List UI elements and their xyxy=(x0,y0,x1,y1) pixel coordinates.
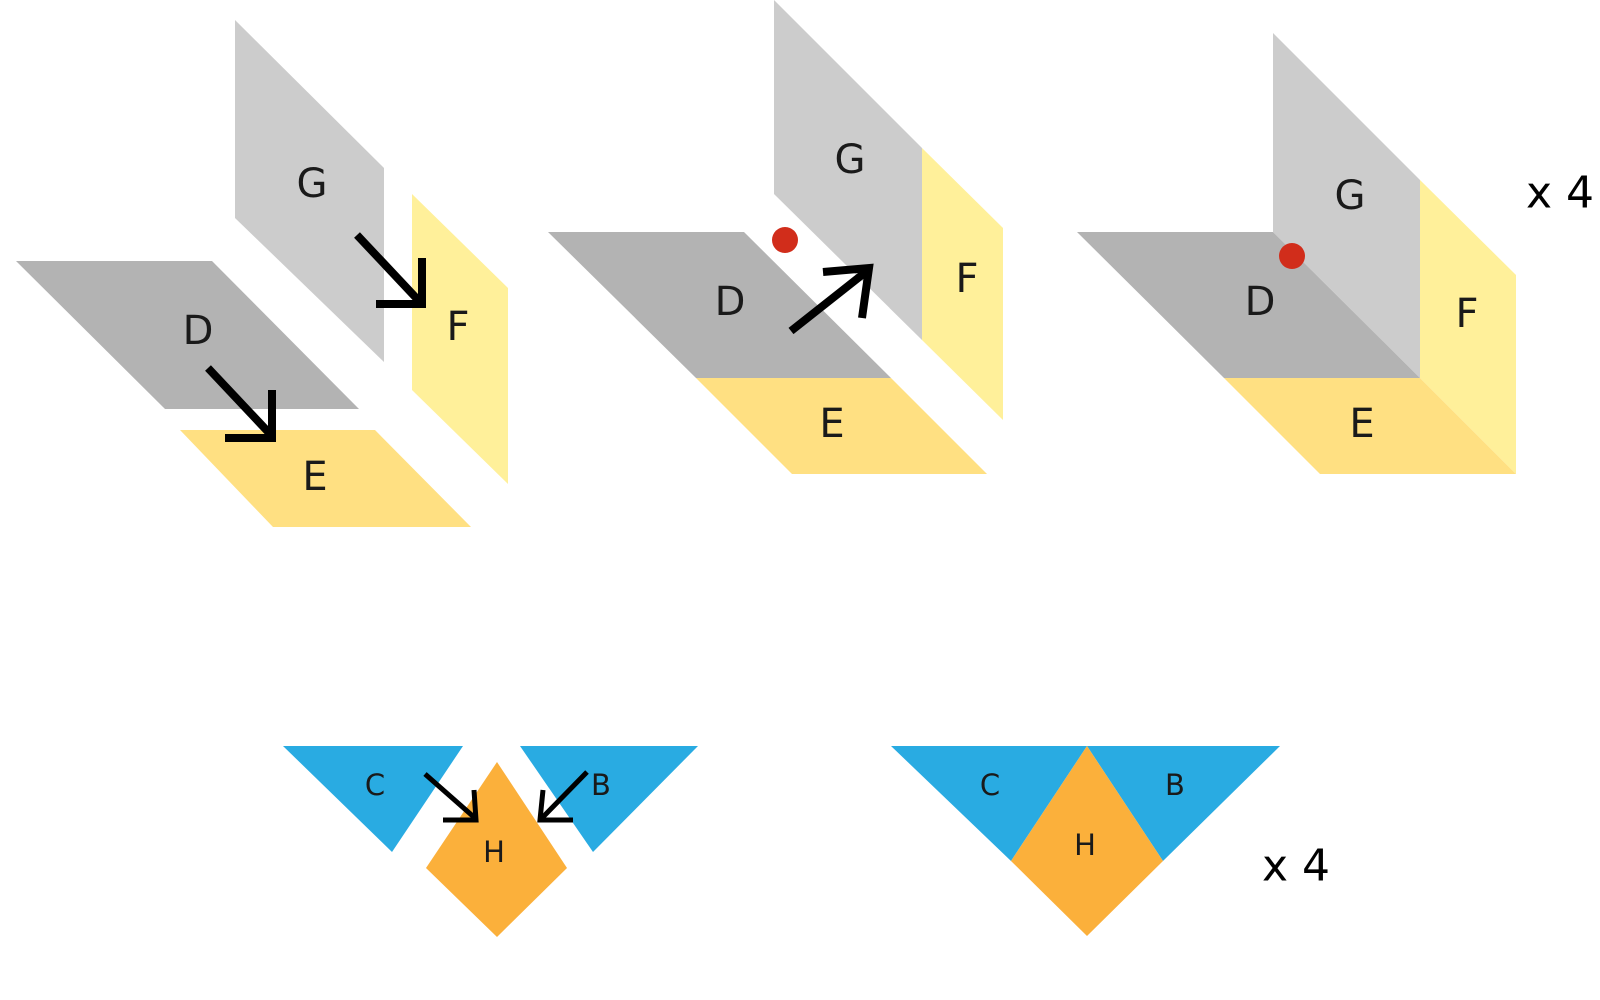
piece-h xyxy=(1011,746,1163,936)
label-b: B xyxy=(591,768,611,802)
label-g: G xyxy=(835,137,866,183)
piece-d xyxy=(548,232,891,378)
label-g: G xyxy=(1335,173,1366,219)
label-b: B xyxy=(1165,768,1185,802)
step2-parallelogram-assembly: G F D E xyxy=(548,0,1003,474)
label-e: E xyxy=(819,401,844,447)
piece-e xyxy=(180,430,471,527)
piece-e xyxy=(1224,378,1516,474)
multiplier-bottom: x 4 xyxy=(1262,841,1330,892)
label-h: H xyxy=(483,835,505,869)
piece-d xyxy=(16,261,359,409)
label-d: D xyxy=(1245,279,1276,325)
label-d: D xyxy=(715,279,746,325)
label-d: D xyxy=(183,308,214,354)
piece-g xyxy=(1273,33,1420,378)
piece-b xyxy=(520,746,698,852)
step1-parallelogram-assembly: G F D E xyxy=(16,20,508,527)
step1-triangle-assembly: C B H xyxy=(283,746,698,937)
piece-e xyxy=(696,378,987,474)
label-f: F xyxy=(955,256,978,302)
piece-b xyxy=(1087,746,1280,861)
step2-triangle-assembled: C B H xyxy=(891,746,1280,936)
arrow-b-to-h xyxy=(537,770,589,823)
label-c: C xyxy=(365,768,385,802)
alignment-dot xyxy=(1279,243,1305,269)
arrow-c-to-h xyxy=(423,772,479,823)
label-c: C xyxy=(980,768,1000,802)
alignment-dot xyxy=(772,227,798,253)
label-h: H xyxy=(1074,828,1096,862)
piece-f xyxy=(412,194,508,484)
arrow-d-to-e xyxy=(205,365,276,442)
piece-f xyxy=(922,148,1003,420)
piece-g xyxy=(235,20,384,362)
label-e: E xyxy=(1349,401,1374,447)
multiplier-top: x 4 xyxy=(1526,168,1594,219)
label-f: F xyxy=(446,304,469,350)
piece-c xyxy=(891,746,1087,861)
piece-h xyxy=(426,762,567,937)
piece-c xyxy=(283,746,463,852)
step3-parallelogram-assembled: G F D E xyxy=(1077,33,1516,474)
label-e: E xyxy=(302,454,327,500)
label-g: G xyxy=(297,161,328,207)
piece-f xyxy=(1420,180,1516,474)
piece-g xyxy=(774,0,922,340)
arrow-d-to-g xyxy=(788,263,874,335)
piece-d xyxy=(1077,232,1420,378)
arrow-g-to-f xyxy=(354,232,426,308)
label-f: F xyxy=(1455,291,1478,337)
